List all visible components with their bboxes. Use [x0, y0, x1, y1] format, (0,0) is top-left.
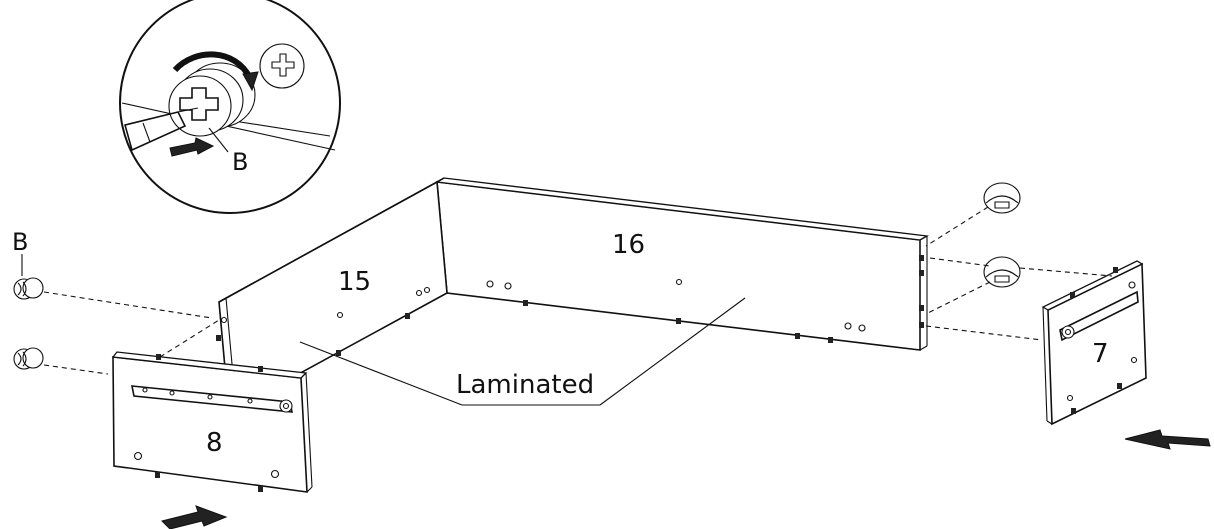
assembly-guides	[43, 206, 1113, 375]
back-panel: 16	[434, 177, 930, 351]
front-right-panel: 7	[1041, 260, 1147, 426]
laminated-label: Laminated	[456, 370, 594, 400]
part-15-label: 15	[338, 267, 371, 297]
detail-circle: B	[119, 0, 341, 214]
part-16-label: 16	[612, 230, 645, 260]
cam-lock-left-top-icon	[13, 277, 44, 300]
cam-lock-left-bottom-icon	[13, 347, 44, 370]
cam-inset-icon	[259, 43, 305, 89]
push-arrow-right-icon	[1124, 429, 1211, 450]
laminated-callout: Laminated	[299, 297, 746, 406]
screwdriver-icon	[124, 107, 199, 152]
side-panel: 15	[216, 177, 448, 414]
front-left-panel: 8	[111, 351, 313, 493]
push-arrow-left-icon	[161, 505, 228, 529]
push-arrow-icon	[169, 137, 215, 157]
cam-lock-right-top-icon	[983, 182, 1021, 214]
detail-label: B	[232, 148, 248, 176]
fastener-label: B	[12, 228, 28, 256]
part-8-label: 8	[206, 428, 223, 458]
rotation-arrow-icon	[172, 51, 253, 80]
cam-lock-detail-icon	[168, 62, 256, 137]
cam-lock-right-bottom-icon	[983, 256, 1021, 288]
part-7-label: 7	[1092, 339, 1109, 369]
